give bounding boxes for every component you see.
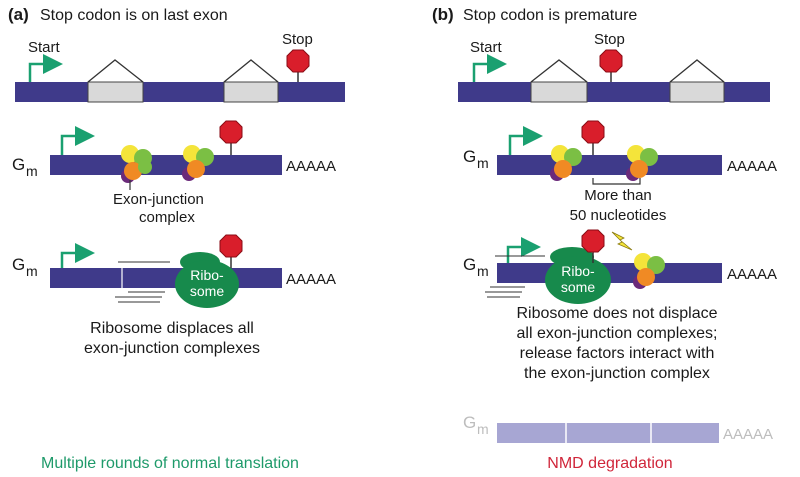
- panel-b-mrna-ribosome: G m Ribo- some AAAAA: [463, 229, 777, 382]
- start-arrow-icon: [60, 243, 95, 268]
- distance-label-line2: 50 nucleotides: [570, 207, 667, 224]
- panel-a-description-line1: Ribosome displaces all: [90, 320, 254, 337]
- start-arrow-icon: [472, 54, 507, 82]
- mrna-bar: [50, 155, 282, 175]
- start-label: Start: [470, 39, 503, 56]
- panel-b-description-line4: the exon-junction complex: [524, 365, 710, 382]
- panel-b-title: Stop codon is premature: [463, 7, 637, 24]
- panel-a-mrna-ribosome: G m Ribo- some AAAAA Ribosome displaces …: [12, 234, 336, 357]
- splice-line: [87, 59, 144, 83]
- cap-m: m: [477, 421, 489, 437]
- panel-a-gene: Start Stop: [15, 31, 345, 103]
- stop-sign-icon: [219, 120, 243, 144]
- exon-bar: [15, 82, 345, 102]
- nascent-peptide-lines: [485, 255, 545, 298]
- exon-junction-complex: [550, 145, 582, 181]
- poly-a-tail: AAAAA: [286, 158, 336, 175]
- stop-sign-icon: [581, 120, 605, 144]
- cap-g: G: [463, 413, 476, 432]
- ejc-label-line2: complex: [139, 209, 195, 226]
- ribosome: [545, 256, 611, 304]
- cap-g: G: [463, 255, 476, 274]
- panel-a-tag: (a): [8, 5, 29, 24]
- panel-b-description-line2: all exon-junction complexes;: [517, 325, 718, 342]
- panel-a: (a) Stop codon is on last exon Start Sto…: [8, 5, 345, 472]
- mrna-bar: [497, 155, 722, 175]
- panel-b-degraded-mrna: G m AAAAA: [463, 413, 773, 443]
- panel-b-gene: Start Stop: [458, 31, 770, 103]
- distance-bracket: [592, 178, 641, 185]
- stop-sign-icon: [581, 229, 605, 253]
- exon-junction-complex: [121, 145, 152, 183]
- poly-a-tail: AAAAA: [286, 271, 336, 288]
- cap-m: m: [26, 163, 38, 179]
- poly-a-tail: AAAAA: [727, 266, 777, 283]
- stop-label: Stop: [594, 31, 625, 48]
- distance-label-line1: More than: [584, 187, 652, 204]
- start-label: Start: [28, 39, 61, 56]
- ribosome-label-line1: Ribo-: [190, 267, 224, 283]
- lightning-bolt-icon: [611, 231, 633, 251]
- ejc-label-line1: Exon-junction: [113, 191, 204, 208]
- splice-line: [669, 59, 725, 83]
- panel-b-description-line1: Ribosome does not displace: [516, 305, 717, 322]
- panel-a-caption: Multiple rounds of normal translation: [41, 455, 299, 472]
- panel-b-mrna-ejc: G m AAAAA More than 50 nucleotides: [463, 120, 777, 224]
- intron-box: [87, 81, 144, 103]
- intron-box: [223, 81, 279, 103]
- cap-g: G: [12, 155, 25, 174]
- cap-m: m: [477, 155, 489, 171]
- panel-a-title: Stop codon is on last exon: [40, 7, 228, 24]
- start-arrow-icon: [28, 54, 63, 82]
- panel-b-tag: (b): [432, 5, 454, 24]
- stop-sign-icon: [599, 49, 623, 73]
- cap-g: G: [463, 147, 476, 166]
- nascent-peptide-lines: [115, 261, 170, 303]
- panel-b-description-line3: release factors interact with: [520, 345, 715, 362]
- stop-label: Stop: [282, 31, 313, 48]
- degraded-mrna-bar: [497, 423, 719, 443]
- intron-box: [669, 81, 725, 103]
- ribosome-label-line2: some: [561, 279, 595, 295]
- panel-b-caption: NMD degradation: [547, 455, 672, 472]
- intron-box: [530, 81, 588, 103]
- ribosome: [175, 260, 239, 308]
- cap-g: G: [12, 255, 25, 274]
- poly-a-tail: AAAAA: [723, 426, 773, 443]
- exon-junction-complex: [182, 145, 214, 181]
- cap-m: m: [26, 263, 38, 279]
- splice-line: [530, 59, 588, 83]
- stop-sign-icon: [286, 49, 310, 73]
- ribosome-label-line1: Ribo-: [561, 263, 595, 279]
- cap-m: m: [477, 263, 489, 279]
- exon-junction-complex: [633, 253, 665, 289]
- panel-b: (b) Stop codon is premature Start Stop G…: [432, 5, 777, 472]
- panel-a-mrna-ejc: G m AAAAA Exon-junction complex: [12, 120, 336, 226]
- start-arrow-icon: [60, 126, 95, 155]
- panel-a-description-line2: exon-junction complexes: [84, 340, 260, 357]
- mrna-bar: [50, 268, 282, 288]
- splice-line: [223, 59, 279, 83]
- start-arrow-icon: [508, 126, 543, 155]
- ribosome-label-line2: some: [190, 283, 224, 299]
- stop-sign-icon: [219, 234, 243, 258]
- poly-a-tail: AAAAA: [727, 158, 777, 175]
- exon-junction-complex: [626, 145, 658, 181]
- start-arrow-icon: [506, 237, 541, 263]
